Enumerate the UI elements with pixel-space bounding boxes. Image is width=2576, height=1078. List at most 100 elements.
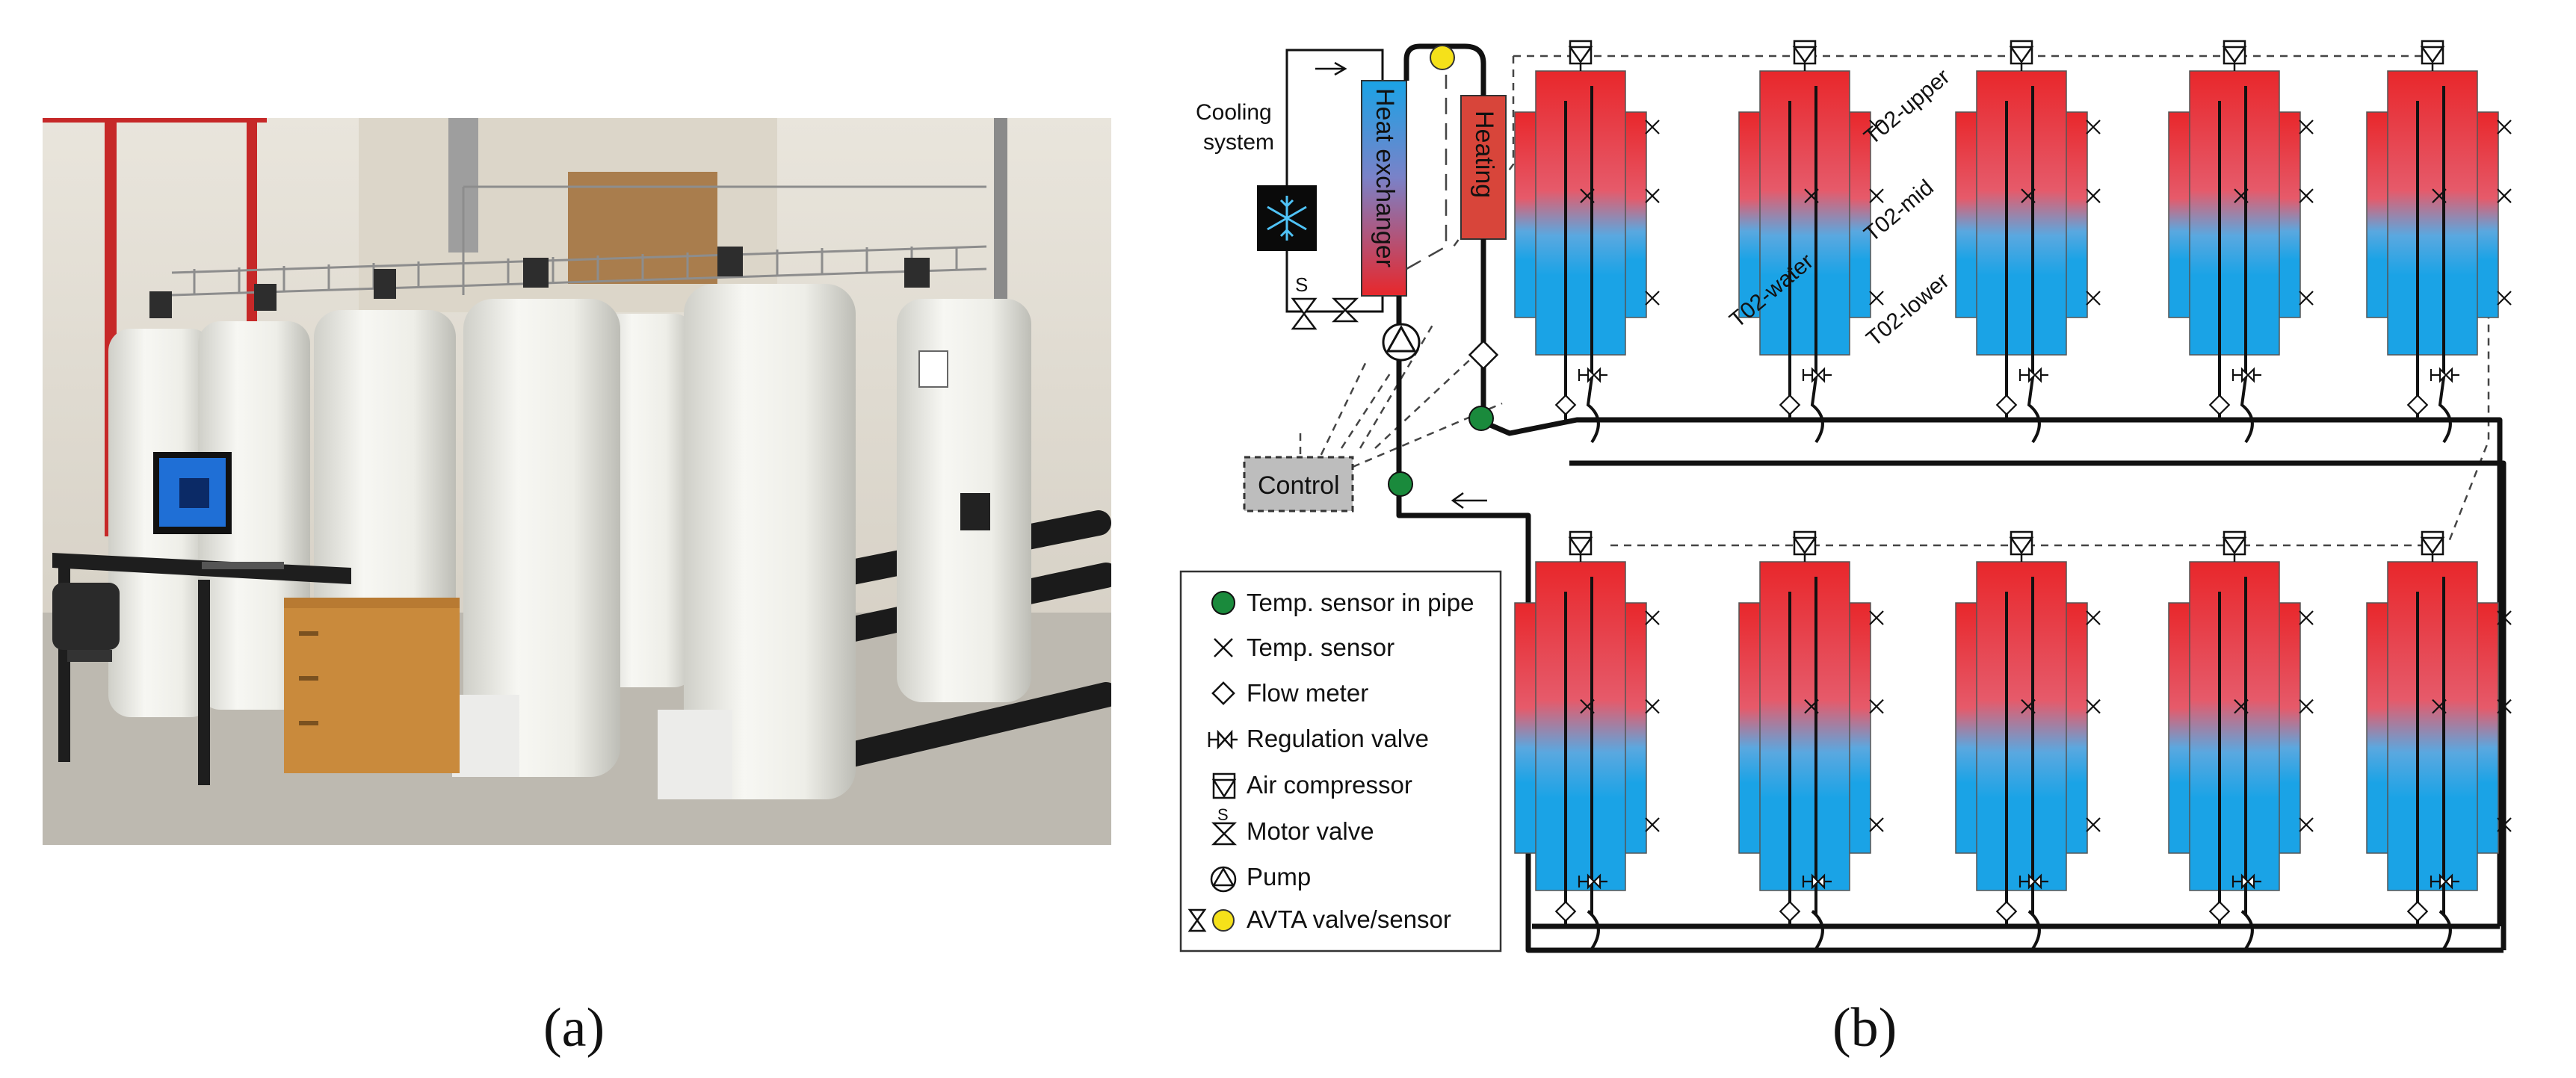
air-compressor-icon	[1568, 536, 1593, 555]
photo-tank-base	[658, 710, 732, 799]
regulation-valve-icon	[2438, 873, 2453, 890]
tank-array	[1514, 40, 2512, 950]
tank-inner-pipe	[2438, 86, 2452, 444]
temp-sensor-icon	[2234, 188, 2249, 203]
tank-body	[1976, 70, 2067, 356]
air-compressor-icon	[2420, 46, 2445, 64]
photo-tank	[463, 299, 620, 777]
photo-monitor-window	[179, 478, 209, 508]
temp-sensor-icon	[2086, 698, 2101, 714]
tank-body	[1535, 70, 1626, 356]
regulation-valve-icon	[1811, 873, 1826, 890]
flow-meter-icon	[1995, 900, 2018, 923]
flow-meter-icon	[1995, 394, 2018, 416]
legend-label: Air compressor	[1247, 771, 1412, 799]
snowflake-icon	[1267, 196, 1307, 241]
photo-drawer-cabinet	[284, 601, 460, 773]
legend-regulation-valve-icon	[1208, 729, 1238, 750]
tank-body	[2387, 561, 2478, 891]
control-label: Control	[1258, 471, 1340, 500]
flow-meter-icon	[2406, 394, 2429, 416]
flow-meter-icon	[2208, 900, 2231, 923]
hx-dashed-link	[1406, 75, 1448, 270]
photo-drawer-handles	[299, 631, 318, 725]
temp-sensor-icon	[2234, 698, 2249, 714]
temp-sensor-icon	[2497, 698, 2512, 714]
cooling-unit	[1257, 185, 1317, 251]
lab-photograph	[43, 118, 1111, 845]
regulation-valve-icon	[1587, 873, 1601, 890]
legend-label: AVTA valve/sensor	[1247, 905, 1451, 933]
regulation-valve-icon	[2438, 367, 2453, 383]
photo-tank	[598, 314, 695, 687]
air-compressor-icon	[1792, 46, 1817, 64]
air-compressor-icon	[2420, 536, 2445, 555]
photo-red-pipe	[43, 118, 267, 123]
temp-sensor-icon	[1645, 188, 1660, 203]
legend-box	[1179, 570, 1502, 952]
heat-exchanger-label: Heat exchanger	[1371, 88, 1399, 267]
pump-icon	[1382, 323, 1421, 362]
valve-icon	[1331, 297, 1359, 323]
temp-sensor-icon	[2086, 188, 2101, 203]
air-compressor-icon	[1568, 46, 1593, 64]
photo-tank-display	[960, 493, 990, 530]
regulation-valve-icon	[2240, 367, 2255, 383]
temp-sensor-icon	[2299, 188, 2314, 203]
heater	[1460, 95, 1507, 240]
caption-a: (a)	[543, 997, 605, 1059]
legend-cross-icon	[1214, 638, 1233, 657]
tank-inner-pipe	[1587, 577, 1600, 950]
legend-motor-valve-icon	[1211, 822, 1238, 846]
tank-inner-pipe	[2027, 86, 2041, 444]
temp-sensor-icon	[2299, 698, 2314, 714]
photo-tank	[684, 284, 856, 799]
flow-meter-icon	[1779, 394, 1801, 416]
temp-sensor-icon	[2432, 698, 2447, 714]
temp-sensor-icon	[2299, 120, 2314, 134]
tank-body	[2189, 70, 2280, 356]
tank-body	[1759, 561, 1850, 891]
temp-sensor-icon	[2021, 698, 2036, 714]
tank-body	[1535, 561, 1626, 891]
pipe-temp-sensor-icon	[1468, 406, 1494, 431]
tank-inner-pipe	[2240, 86, 2254, 444]
flow-meter-icon	[1554, 394, 1577, 416]
return-flow-arrow	[1451, 492, 1487, 509]
legend-green-dot-icon	[1211, 591, 1235, 615]
legend-label: Temp. sensor in pipe	[1247, 589, 1474, 616]
temp-sensor-icon	[1580, 698, 1595, 714]
tank-body	[2189, 561, 2280, 891]
tank-inner-pipe	[2438, 577, 2452, 950]
tank-inner-pipe	[2027, 577, 2041, 950]
temp-sensor-icon	[1869, 120, 1884, 134]
main-pipes	[1396, 43, 2506, 953]
air-compressor-icon	[2009, 46, 2034, 64]
system-schematic: Cooling system S Heat exchanger Heating	[1179, 40, 2512, 953]
regulation-valve-icon	[2027, 367, 2042, 383]
temp-sensor-icon	[1580, 188, 1595, 203]
tank-body	[2387, 70, 2478, 356]
photo-valves	[149, 247, 930, 318]
temp-sensor-icon	[2497, 817, 2512, 832]
temp-sensor-icon	[1804, 698, 1819, 714]
temp-sensor-icon	[1645, 698, 1660, 714]
temp-sensor-icon	[1869, 291, 1884, 306]
regulation-valve-icon	[2027, 873, 2042, 890]
legend-label: Flow meter	[1247, 679, 1368, 707]
legend-air-compressor-icon	[1211, 772, 1237, 799]
photo-drawer-cabinet-top	[284, 598, 460, 608]
temp-sensor-icon	[2497, 120, 2512, 134]
air-compressor-icon	[2009, 536, 2034, 555]
photo-tank-base	[452, 695, 519, 777]
temp-sensor-icon	[2086, 120, 2101, 134]
temp-sensor-icon	[1645, 610, 1660, 625]
legend-pump-icon	[1210, 866, 1237, 893]
cooling-system-label: Cooling	[1196, 100, 1272, 125]
temp-sensor-icon	[1869, 698, 1884, 714]
photo-chair	[52, 583, 120, 650]
temp-sensor-icon	[2086, 817, 2101, 832]
photo-tank-tag	[918, 350, 948, 388]
motor-valve-icon	[1291, 297, 1318, 330]
